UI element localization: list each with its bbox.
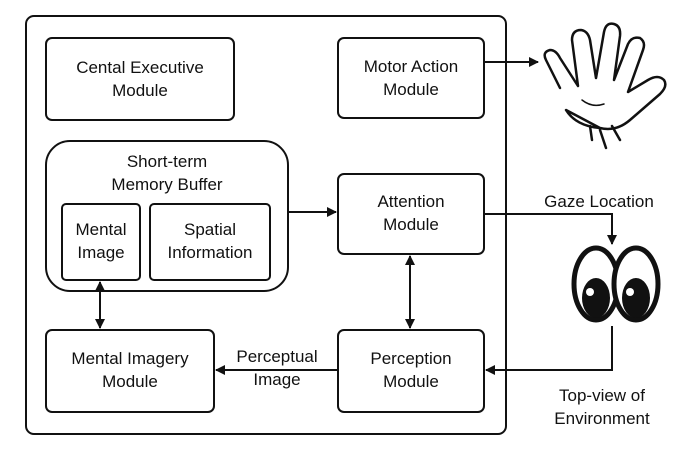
short-term-memory-label: Short-term Memory Buffer <box>111 152 223 194</box>
gaze-location-arrow <box>484 213 617 245</box>
spatial-information-box <box>149 203 271 281</box>
motor-action-label: Motor Action Module <box>363 57 459 99</box>
perception-label: Perception Module <box>370 349 452 391</box>
central-executive-box <box>45 37 235 121</box>
hand-icon <box>543 22 667 150</box>
spatial-information-label: Spatial Information <box>167 220 253 262</box>
top-view-label: Top-view of Environment <box>554 386 650 428</box>
perceptual-image-label: Perceptual Image <box>236 347 318 389</box>
motor-action-box <box>337 37 485 119</box>
gaze-location-label: Gaze Location <box>544 192 654 211</box>
mental-image-box <box>61 203 141 281</box>
central-executive-label: Cental Executive Module <box>76 58 204 100</box>
mental-imagery-box <box>45 329 215 413</box>
system-frame <box>25 15 507 435</box>
attention-label: Attention Module <box>377 192 445 234</box>
mental-image-label: Mental Image <box>75 220 127 262</box>
environment-to-perception-arrow <box>485 326 613 375</box>
mental-imagery-label: Mental Imagery Module <box>71 349 189 391</box>
eyes-icon <box>571 245 661 323</box>
